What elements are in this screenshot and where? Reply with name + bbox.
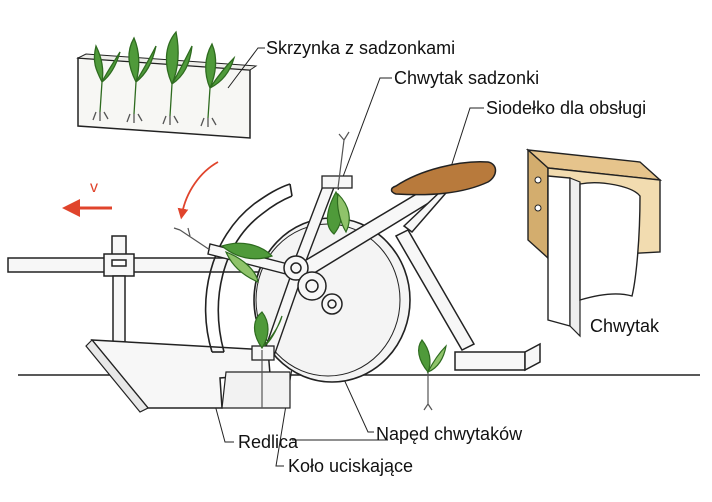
label-velocity: v <box>90 179 98 196</box>
label-seedling-box: Skrzynka z sadzonkami <box>266 38 456 58</box>
gripper-drive <box>283 255 343 315</box>
label-seedling-gripper: Chwytak sadzonki <box>394 68 540 88</box>
label-press-wheel: Koło uciskające <box>288 456 414 476</box>
velocity-arrow <box>62 199 112 217</box>
planted-seedling <box>418 339 447 411</box>
label-coulter: Redlica <box>238 432 299 452</box>
seedling-box <box>76 30 258 139</box>
rotation-arrow <box>177 161 219 220</box>
coulter <box>85 339 291 413</box>
operator-seat <box>390 161 497 196</box>
label-gripper: Chwytak <box>590 316 660 336</box>
leader-lines <box>214 47 484 467</box>
gripper-detail <box>525 148 663 338</box>
label-operator-seat: Siodełko dla obsługi <box>486 98 647 118</box>
box-seedlings <box>92 30 236 127</box>
gripper-seedlings <box>173 131 350 408</box>
coulter-post <box>103 235 135 343</box>
label-gripper-drive: Napęd chwytaków <box>376 424 523 444</box>
seat-frame <box>294 185 541 372</box>
